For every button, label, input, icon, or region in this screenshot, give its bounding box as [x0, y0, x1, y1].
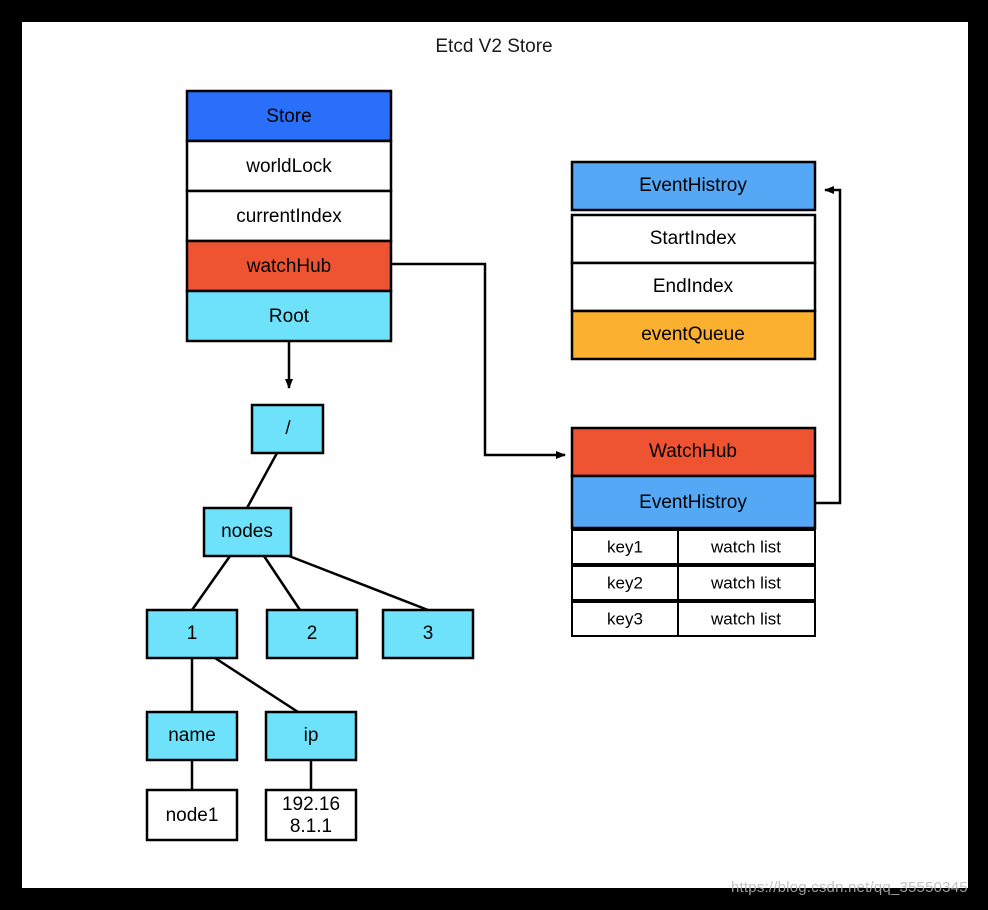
tree-node-ip-value[interactable]: [264, 788, 358, 842]
watchhub-struct: WatchHub EventHistroy key1 watch list ke…: [570, 426, 817, 637]
tree-node-name[interactable]: [145, 710, 239, 762]
connector-watchhub-to-watchhub-struct: [391, 262, 566, 459]
store-row-worldlock[interactable]: [185, 139, 393, 193]
tree-node-1-label: 1: [187, 623, 198, 644]
tree-node-2[interactable]: [265, 608, 359, 660]
tree-node-ip-label: ip: [304, 725, 319, 746]
store-row-store-label: Store: [266, 106, 311, 127]
tree-node-slash-label: /: [285, 418, 291, 439]
watch-table-key-cell[interactable]: [571, 565, 679, 601]
edge-slash-to-nodes: [245, 452, 279, 509]
edge-nodes-to-2: [262, 555, 302, 611]
tree-node-nodes-label: nodes: [221, 521, 273, 542]
watch-table-value-2: watch list: [710, 573, 781, 592]
edge-nodes-to-1: [190, 555, 232, 611]
edge-nodes-to-3: [288, 554, 429, 612]
watch-table-key-cell[interactable]: [571, 529, 679, 565]
watch-table-value-cell[interactable]: [677, 601, 816, 637]
store-row-currentindex-label: currentIndex: [236, 206, 342, 227]
tree-node-2-label: 2: [307, 623, 318, 644]
watch-table-key-cell[interactable]: [571, 601, 679, 637]
store-row-watchhub-label: watchHub: [246, 256, 332, 277]
page-title: Etcd V2 Store: [435, 36, 552, 57]
store-tree: / nodes 1 2 3 name ip node1 192.16 8.1.1: [145, 403, 475, 842]
tree-node-ip[interactable]: [264, 710, 358, 762]
watchhub-eventhistory-label: EventHistroy: [639, 492, 747, 513]
eventhistory-row-startindex[interactable]: [570, 213, 817, 265]
eventhistory-eventqueue-label: eventQueue: [641, 324, 745, 345]
watch-table-key-1: key1: [607, 537, 643, 556]
tree-node-slash[interactable]: [250, 403, 325, 455]
edge-1-to-ip: [214, 656, 299, 714]
watch-table-key-3: key3: [607, 609, 643, 628]
tree-node-3[interactable]: [381, 608, 475, 660]
watermark: https://blog.csdn.net/qq_35550345: [731, 879, 968, 896]
watch-table-value-1: watch list: [710, 537, 781, 556]
watchhub-row-header[interactable]: [570, 426, 817, 478]
eventhistory-row-eventqueue[interactable]: [570, 309, 817, 361]
store-row-worldlock-label: worldLock: [245, 156, 332, 177]
tree-node-node1-label: node1: [166, 805, 219, 826]
eventhistory-row-endindex[interactable]: [570, 261, 817, 313]
tree-node-node1[interactable]: [145, 788, 239, 842]
watch-table-value-cell[interactable]: [677, 529, 816, 565]
connector-watchhub-eventhistory-to-eventhistory-struct: [815, 186, 842, 505]
tree-node-ip-value-line2: 8.1.1: [290, 816, 332, 837]
eventhistory-endindex-label: EndIndex: [653, 276, 734, 297]
watch-table-value-cell[interactable]: [677, 565, 816, 601]
store-row-root-label: Root: [269, 306, 310, 327]
store-struct: Store worldLock currentIndex watchHub Ro…: [185, 89, 393, 343]
store-row-currentindex[interactable]: [185, 189, 393, 243]
watch-table-key-2: key2: [607, 573, 643, 592]
eventhistory-header-label: EventHistroy: [639, 175, 747, 196]
tree-node-3-label: 3: [423, 623, 434, 644]
watchhub-row-eventhistory[interactable]: [570, 474, 817, 530]
tree-node-nodes[interactable]: [202, 506, 293, 558]
watchhub-header-label: WatchHub: [649, 441, 737, 462]
eventhistory-startindex-label: StartIndex: [650, 228, 737, 249]
tree-node-ip-value-line1: 192.16: [282, 794, 340, 815]
store-row-store[interactable]: [185, 89, 393, 143]
event-history-struct: EventHistroy StartIndex EndIndex eventQu…: [570, 160, 817, 361]
tree-node-name-label: name: [168, 725, 216, 746]
tree-node-1[interactable]: [145, 608, 239, 660]
watch-table-value-3: watch list: [710, 609, 781, 628]
eventhistory-row-header[interactable]: [570, 160, 817, 212]
